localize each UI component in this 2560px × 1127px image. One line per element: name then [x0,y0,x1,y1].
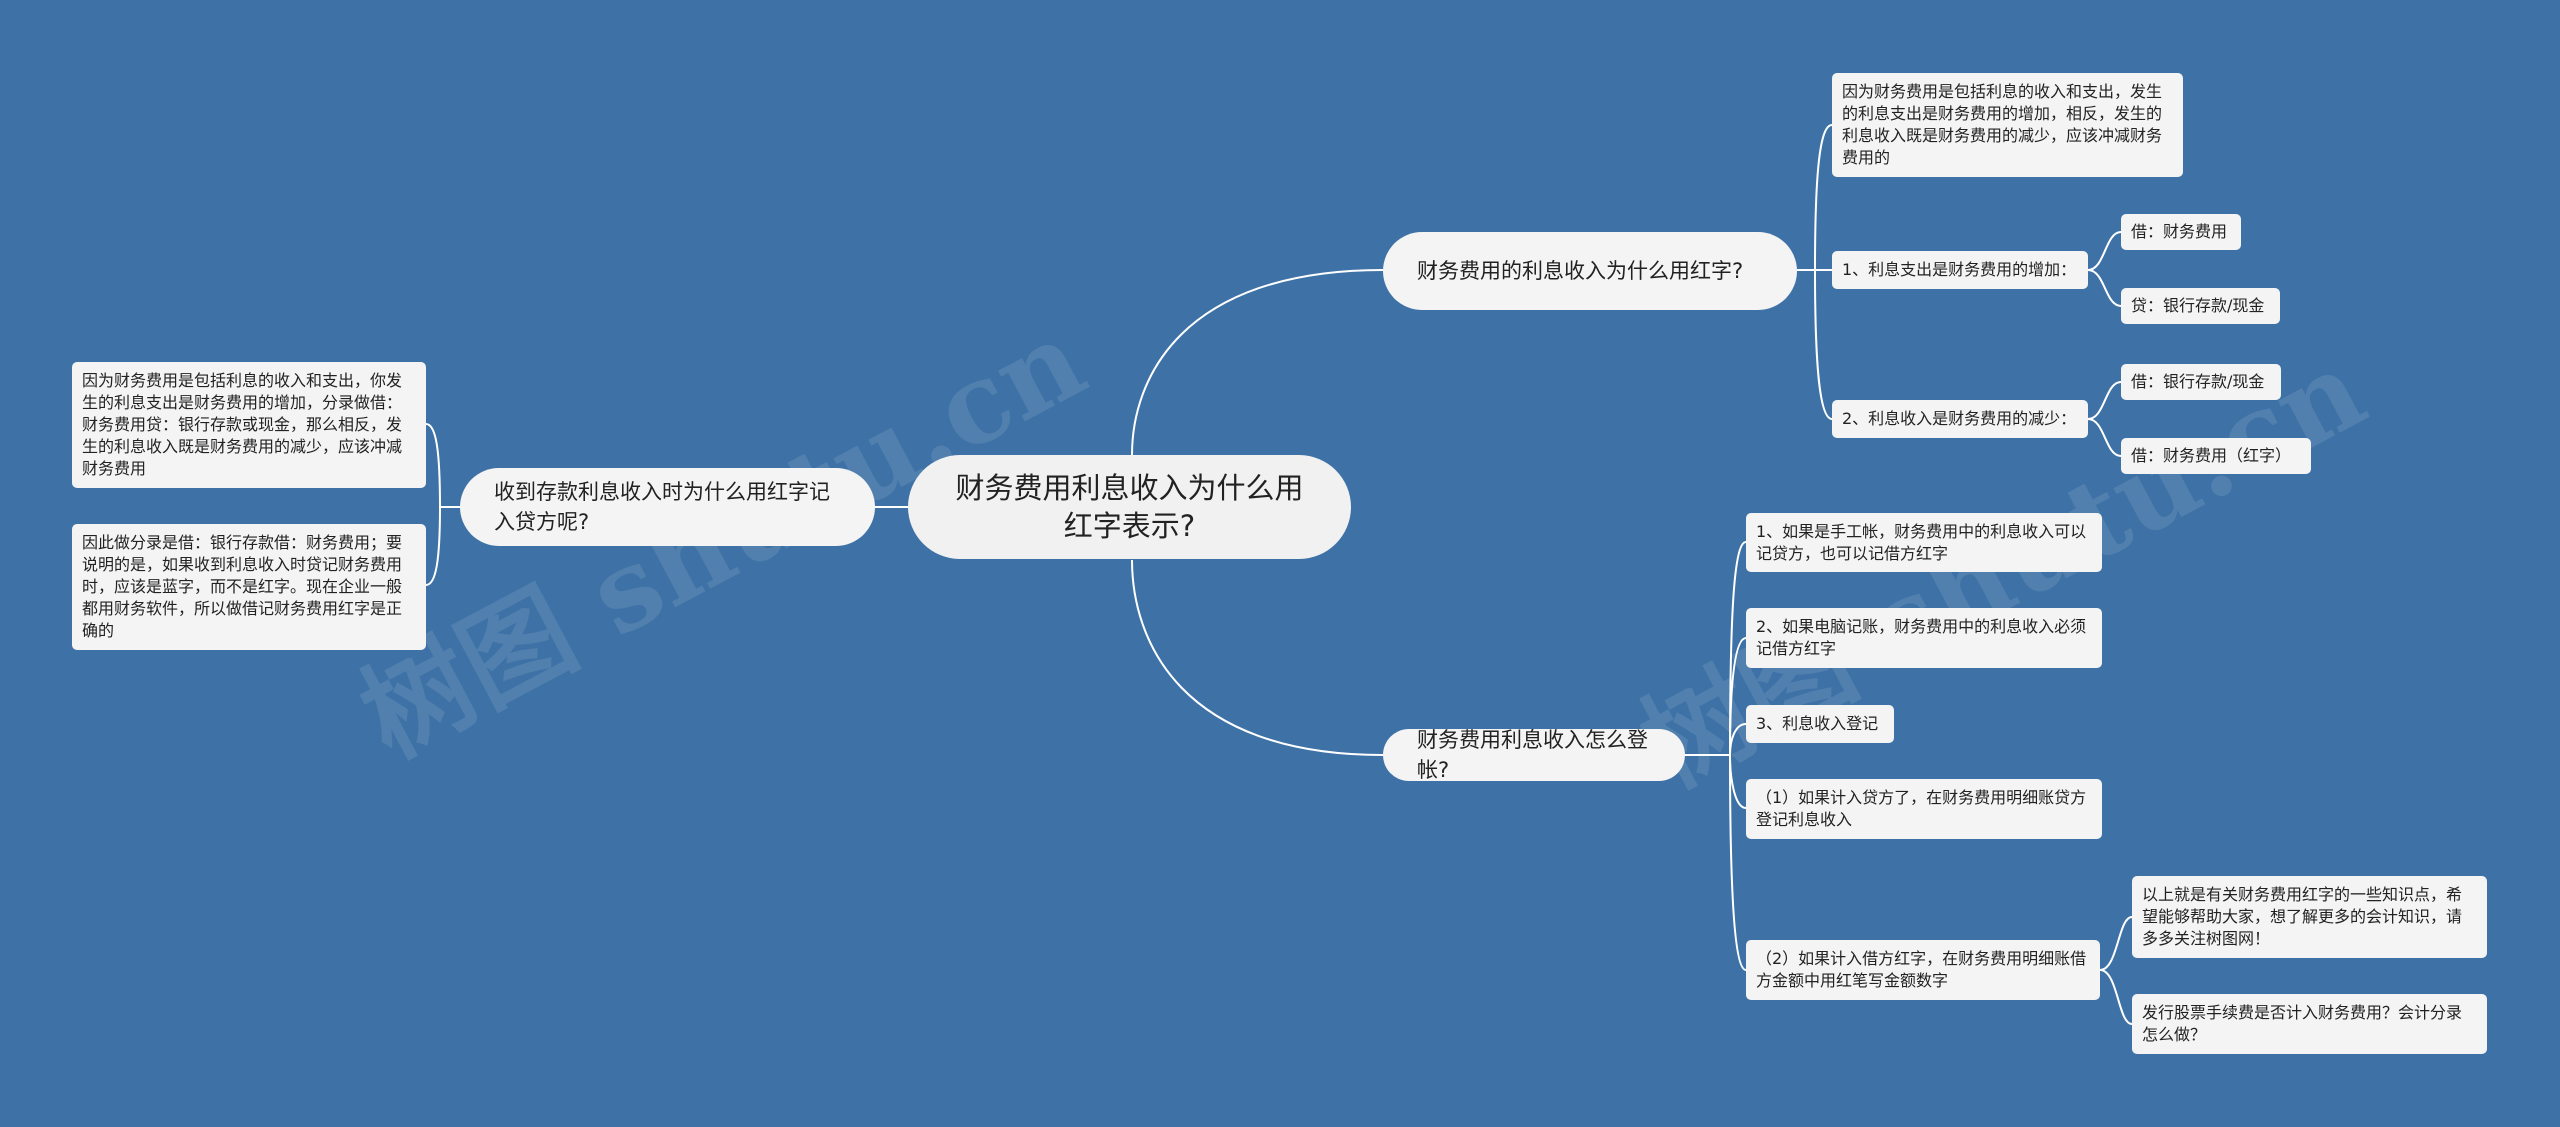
link-how-s3 [1729,723,1747,756]
leaf-how-s3[interactable]: 3、利息收入登记 [1746,705,1894,743]
leaf-s5-note1[interactable]: 以上就是有关财务费用红字的一些知识点，希望能够帮助大家，想了解更多的会计知识，请… [2132,876,2487,958]
branch-why-red[interactable]: 财务费用的利息收入为什么用红字? [1383,232,1797,310]
link-why-red-explain [1814,124,1833,271]
link-root-how-record [1131,559,1384,756]
branch-credit-side[interactable]: 收到存款利息收入时为什么用红字记入贷方呢? [460,468,875,546]
leaf-how-s1[interactable]: 1、如果是手工帐，财务费用中的利息收入可以记贷方，也可以记借方红字 [1746,513,2102,572]
link-item2-credit [2087,418,2122,457]
branch-credit-side-label: 收到存款利息收入时为什么用红字记入贷方呢? [494,480,830,534]
branch-why-red-label: 财务费用的利息收入为什么用红字? [1417,259,1744,283]
root-topic-label: 财务费用利息收入为什么用红字表示? [955,471,1304,543]
link-item1-debit [2087,231,2122,271]
leaf-credit-c2[interactable]: 因此做分录是借：银行存款借：财务费用；要说明的是，如果收到利息收入时贷记财务费用… [72,524,426,650]
leaf-credit-c1[interactable]: 因为财务费用是包括利息的收入和支出，你发生的利息支出是财务费用的增加，分录做借：… [72,362,426,488]
link-s5-note1 [2099,916,2133,971]
leaf-how-s2[interactable]: 2、如果电脑记账，财务费用中的利息收入必须记借方红字 [1746,608,2102,668]
branch-how-record[interactable]: 财务费用利息收入怎么登帐? [1383,728,1685,782]
link-credit-c2 [425,506,441,586]
leaf-how-s4[interactable]: （1）如果计入贷方了，在财务费用明细账贷方登记利息收入 [1746,779,2102,839]
link-s5-note2 [2099,969,2133,1025]
link-item1-credit [2087,269,2122,307]
root-topic[interactable]: 财务费用利息收入为什么用红字表示? [908,455,1351,559]
leaf-item1-credit[interactable]: 贷：银行存款/现金 [2121,288,2280,324]
leaf-item1-debit[interactable]: 借：财务费用 [2121,214,2241,250]
link-how-s5 [1729,754,1747,971]
link-why-red-item2 [1814,269,1833,420]
branch-how-record-label: 财务费用利息收入怎么登帐? [1417,728,1648,782]
leaf-how-s5[interactable]: （2）如果计入借方红字，在财务费用明细账借方金额中用红笔写金额数字 [1746,940,2100,1000]
link-how-s2 [1729,637,1747,756]
leaf-s5-note2[interactable]: 发行股票手续费是否计入财务费用？会计分录怎么做？ [2132,994,2487,1054]
leaf-why-red-explain[interactable]: 因为财务费用是包括利息的收入和支出，发生的利息支出是财务费用的增加，相反，发生的… [1832,73,2183,177]
leaf-why-red-item1[interactable]: 1、利息支出是财务费用的增加： [1832,251,2088,289]
link-root-why-red [1131,269,1384,456]
link-item2-debit [2087,381,2122,420]
link-how-s4 [1729,754,1747,809]
leaf-item2-credit[interactable]: 借：财务费用（红字） [2121,438,2311,474]
leaf-why-red-item2[interactable]: 2、利息收入是财务费用的减少： [1832,400,2088,438]
leaf-item2-debit[interactable]: 借：银行存款/现金 [2121,364,2281,400]
link-credit-c1 [425,423,441,508]
